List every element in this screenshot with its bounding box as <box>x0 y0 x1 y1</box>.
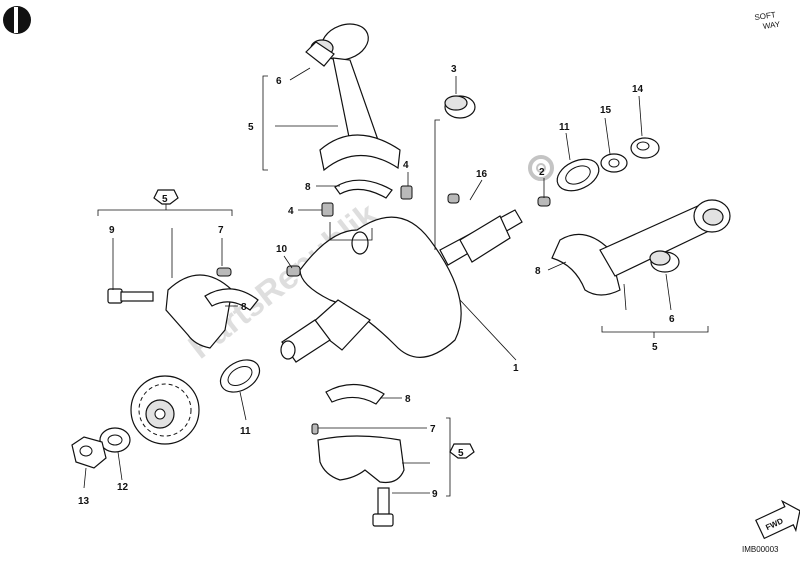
pin-10 <box>286 265 301 277</box>
callout-8-right: 8 <box>535 266 541 277</box>
rod-cap-lower <box>317 435 405 484</box>
callout-5-upper: 5 <box>248 122 254 133</box>
dowel-pin-lower <box>311 423 319 435</box>
thrust-washer-right <box>556 158 600 192</box>
forward-arrow-icon: FWD <box>755 499 800 540</box>
callout-4-upper: 4 <box>403 160 409 171</box>
pin-2 <box>537 196 551 207</box>
callout-5-right: 5 <box>652 342 658 353</box>
callout-16: 16 <box>476 169 488 180</box>
bearing-shell-left <box>204 288 259 311</box>
softway-logo: SOFT WAY <box>754 10 781 31</box>
callout-6-right: 6 <box>669 314 675 325</box>
callout-12: 12 <box>117 482 129 493</box>
cap-bolt-lower <box>372 487 394 527</box>
callout-13: 13 <box>78 496 90 507</box>
cap-bolt-left <box>107 288 154 304</box>
bearing-shell-upper-rod <box>334 179 393 199</box>
group-symbol-lower <box>449 443 475 459</box>
callout-9-left: 9 <box>109 225 115 236</box>
dowel-pin-upper <box>400 185 413 200</box>
drawing-code: IMB00003 <box>742 545 779 554</box>
callout-4-mid: 4 <box>288 206 294 217</box>
washer-12 <box>99 427 131 453</box>
thrust-washer-left <box>219 359 261 393</box>
connecting-rod-right <box>551 199 731 296</box>
callout-5-lower-symbol: 5 <box>458 448 464 459</box>
key-16 <box>447 193 460 204</box>
callout-8-lower: 8 <box>405 394 411 405</box>
callout-15: 15 <box>600 105 612 116</box>
callout-3: 3 <box>451 64 457 75</box>
brand-line2: WAY <box>762 20 781 31</box>
callout-10: 10 <box>276 244 288 255</box>
timing-gear <box>130 375 200 445</box>
callout-5-left-symbol: 5 <box>162 194 168 205</box>
callout-6-upper: 6 <box>276 76 282 87</box>
callout-7-lower: 7 <box>430 424 436 435</box>
nut-13 <box>71 436 107 469</box>
watermark-gear-icon <box>528 155 554 181</box>
callout-8-left: 8 <box>241 302 247 313</box>
callout-1: 1 <box>513 363 519 374</box>
callout-8-upper: 8 <box>305 182 311 193</box>
group-symbol-left <box>153 189 179 205</box>
callout-11-left: 11 <box>240 426 251 437</box>
page-corner-mark <box>3 6 31 34</box>
leader-lines <box>83 67 709 497</box>
crankshaft-plug <box>444 95 476 119</box>
spacer-15 <box>600 153 628 173</box>
brand-line1: SOFT <box>754 10 776 22</box>
callout-2: 2 <box>539 167 545 178</box>
dowel-pin-mid <box>321 202 334 217</box>
bearing-shell-lower <box>325 383 385 405</box>
callout-14: 14 <box>632 84 644 95</box>
callout-7-left: 7 <box>218 225 224 236</box>
nut-14 <box>630 137 660 159</box>
dowel-pin-left <box>216 267 232 277</box>
callout-9-lower: 9 <box>432 489 438 500</box>
connecting-rod-upper <box>305 23 401 172</box>
small-end-bushing-right <box>649 250 680 273</box>
callout-11-right: 11 <box>559 122 570 133</box>
